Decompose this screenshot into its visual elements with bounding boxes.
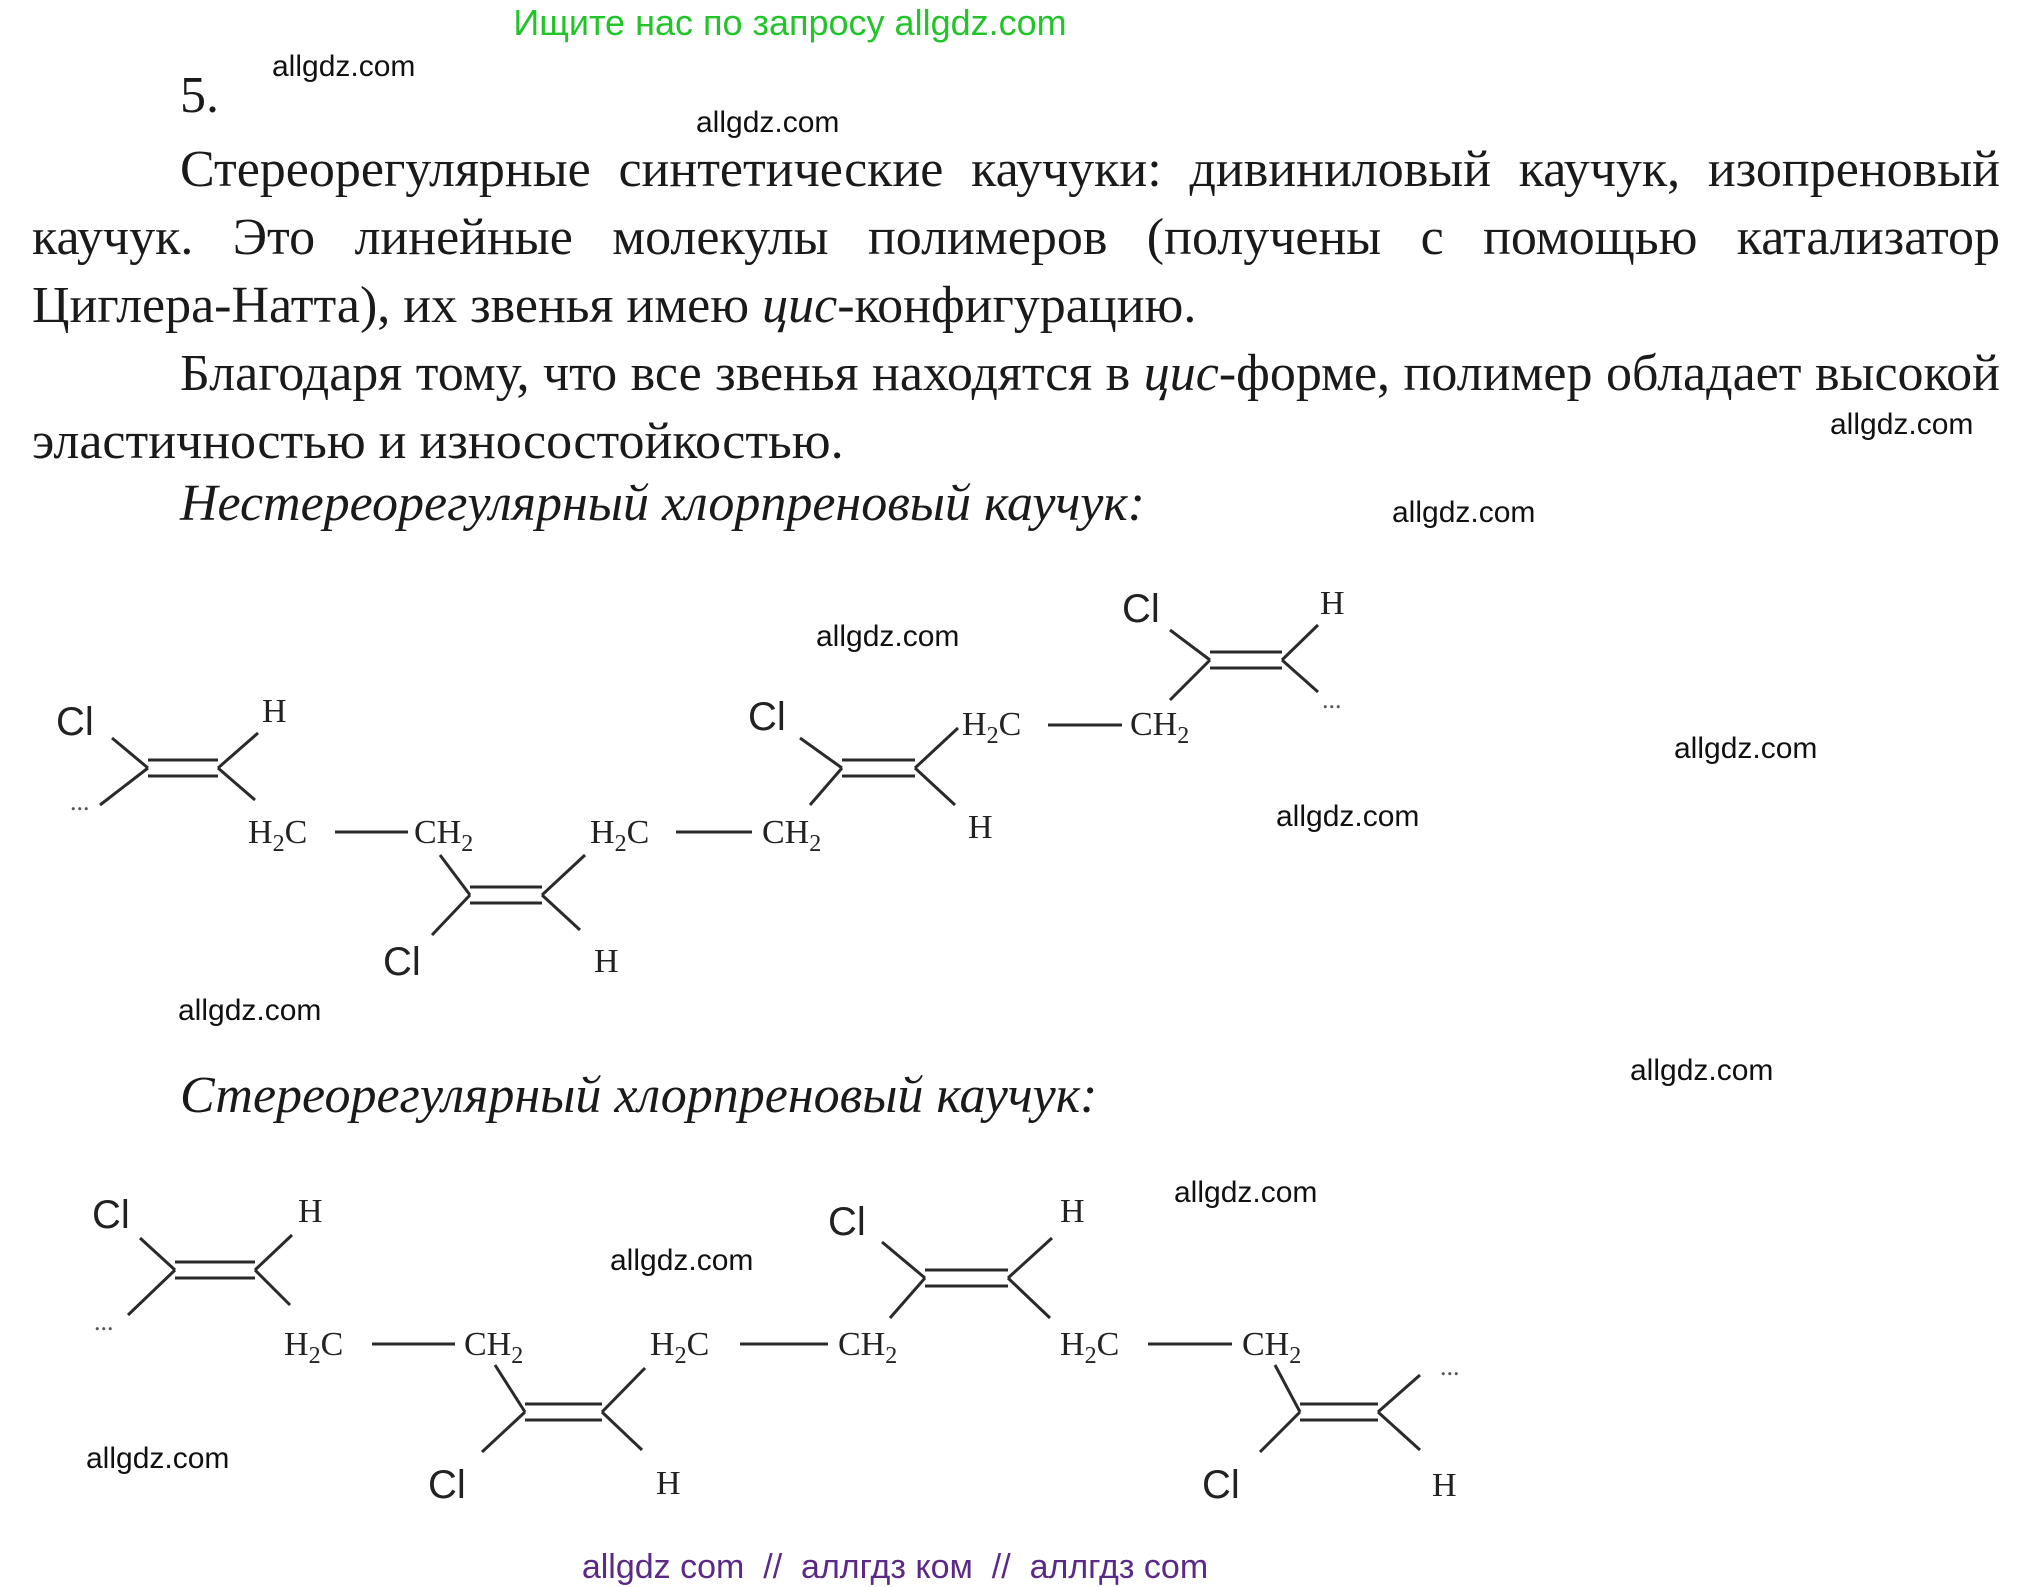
ch2-group: CH2 — [838, 1326, 897, 1369]
watermark: allgdz.com — [610, 1244, 754, 1277]
bond-line — [799, 736, 843, 770]
watermark: allgdz.com — [1674, 732, 1818, 765]
bond-line — [1006, 1276, 1052, 1320]
cl-atom: Cl — [1122, 587, 1160, 631]
bond-line — [600, 1366, 647, 1414]
bond-line — [1376, 1410, 1422, 1452]
bond-line — [253, 1233, 294, 1272]
bond-line — [540, 893, 582, 932]
bond-line — [430, 893, 472, 937]
watermark: allgdz.com — [86, 1442, 230, 1475]
chain-dots: ... — [1322, 685, 1342, 714]
bond-line — [1006, 1236, 1054, 1280]
chain-dots: ... — [1440, 1352, 1460, 1381]
watermark: allgdz.com — [178, 994, 322, 1027]
h-atom: H — [656, 1465, 681, 1502]
paragraph-1-tail: -конфигурацию. — [837, 277, 1197, 334]
bond-line — [1168, 658, 1212, 702]
bond-line — [888, 1277, 927, 1319]
paragraph-2: Благодаря тому, что все звенья находятся… — [32, 340, 2000, 476]
cl-atom: Cl — [748, 695, 786, 739]
bond-line — [1280, 623, 1320, 662]
heading-nonstereoregular: Нестереорегулярный хлорпреновый каучук: — [180, 475, 1145, 532]
bond-line — [253, 1268, 292, 1307]
cl-atom: Cl — [828, 1200, 866, 1244]
heading-stereoregular: Стереорегулярный хлорпреновый каучук: — [180, 1067, 1098, 1124]
watermark: allgdz.com — [1392, 496, 1536, 529]
bond-line — [138, 1236, 177, 1272]
h2c-group: H2C — [1060, 1326, 1119, 1369]
paragraph-1-text: Стереорегулярные синтетические каучуки: … — [32, 141, 2000, 334]
ch2-group: CH2 — [762, 814, 821, 857]
bond-line — [126, 1268, 177, 1317]
paragraph-1: Стереорегулярные синтетические каучуки: … — [32, 136, 2000, 340]
h-atom: H — [262, 693, 287, 730]
paragraph-2-tail: -форме, полимер обладает высокой эластич… — [32, 345, 2000, 470]
bond-line — [493, 1364, 527, 1413]
ch2-group: CH2 — [1242, 1326, 1301, 1369]
bond-line — [913, 766, 957, 807]
cl-atom: Cl — [383, 940, 421, 984]
h-atom: H — [968, 809, 993, 846]
ch2-group: CH2 — [464, 1326, 523, 1369]
bond-line — [881, 1240, 926, 1280]
top-banner-link[interactable]: Ищите нас по запросу allgdz.com — [513, 2, 1067, 43]
watermark: allgdz.com — [272, 50, 416, 83]
bond-line — [1169, 628, 1211, 662]
bond-line — [1377, 1373, 1421, 1414]
cl-atom: Cl — [428, 1463, 466, 1507]
formula-stereoregular: ... Cl H H2C CH2 Cl H H2C CH2 Cl H H2C C… — [92, 1193, 1460, 1507]
cl-atom: Cl — [92, 1193, 130, 1237]
bond-line — [600, 1410, 644, 1452]
h-atom: H — [1060, 1193, 1085, 1230]
h2c-group: H2C — [650, 1326, 709, 1369]
bond-line — [1281, 658, 1319, 694]
bond-line — [480, 1410, 527, 1454]
chain-dots: ... — [94, 1307, 114, 1336]
h2c-group: H2C — [284, 1326, 343, 1369]
cl-atom: Cl — [1202, 1463, 1240, 1507]
h-atom: H — [1320, 585, 1345, 622]
ch2-group: CH2 — [1130, 706, 1189, 749]
paragraph-2-italic: цис — [1143, 345, 1219, 402]
bond-line — [111, 736, 149, 770]
ch2-group: CH2 — [414, 814, 473, 857]
watermark: allgdz.com — [696, 106, 840, 139]
watermark: allgdz.com — [1830, 408, 1974, 441]
bond-line — [1258, 1410, 1302, 1454]
h2c-group: H2C — [590, 814, 649, 857]
bond-line — [438, 854, 472, 896]
bond-line — [217, 731, 259, 770]
task-number: 5. — [180, 67, 219, 124]
watermark: allgdz.com — [1630, 1054, 1774, 1087]
bond-line — [913, 726, 960, 770]
watermark: allgdz.com — [1276, 800, 1420, 833]
h-atom: H — [298, 1193, 323, 1230]
formula-nonstereoregular: ... Cl H H2C CH2 Cl H H2C CH2 Cl H H2C C… — [56, 585, 1345, 984]
bond-line — [808, 767, 844, 806]
watermark: allgdz.com — [1174, 1176, 1318, 1209]
watermark: allgdz.com — [816, 620, 960, 653]
h-atom: H — [1432, 1467, 1457, 1504]
bond-line — [540, 853, 587, 897]
bond-line — [1273, 1364, 1302, 1413]
h-atom: H — [594, 943, 619, 980]
h2c-group: H2C — [962, 706, 1021, 749]
paragraph-1-italic: цис — [762, 277, 838, 334]
bottom-banner-link[interactable]: allgdz com // аллгдз ком // аллгдз com — [581, 1548, 1209, 1586]
h2c-group: H2C — [248, 814, 307, 857]
paragraph-2-text: Благодаря тому, что все звенья находятся… — [180, 345, 1144, 402]
cl-atom: Cl — [56, 700, 94, 744]
bond-line — [217, 766, 256, 802]
chain-dots: ... — [70, 787, 90, 816]
bond-line — [99, 766, 149, 807]
